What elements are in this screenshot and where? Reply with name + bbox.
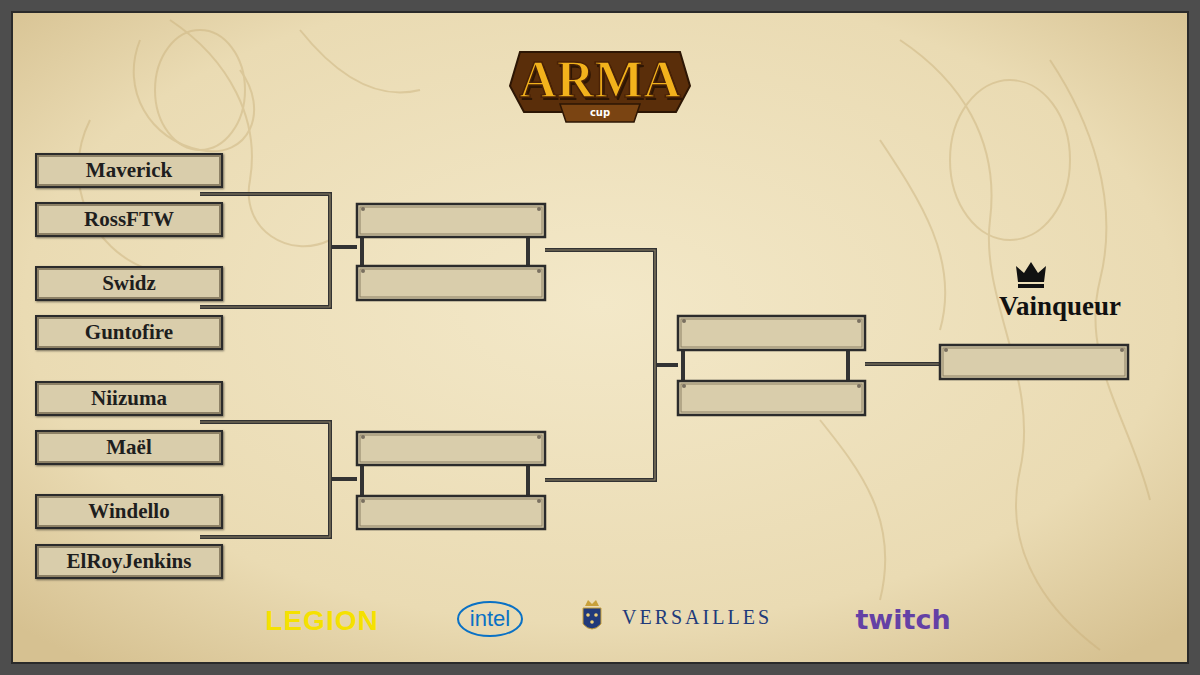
bracket-lines <box>200 194 940 537</box>
rivets <box>361 207 1124 503</box>
logo-subtitle: cup <box>590 108 610 118</box>
player-name: Maël <box>106 437 151 458</box>
player-box: Guntofire <box>35 315 223 350</box>
player-name: Niizuma <box>91 388 167 409</box>
player-name: ElRoyJenkins <box>67 551 192 572</box>
player-name: Maverick <box>86 160 172 181</box>
player-name: Swidz <box>102 273 156 294</box>
player-box: Niizuma <box>35 381 223 416</box>
sponsor-logo: intel <box>470 608 510 630</box>
logo-title: ARMA <box>519 54 681 106</box>
background-illustration <box>78 20 1150 650</box>
crown-icon <box>1016 262 1046 288</box>
sponsor-logo: VERSAILLES <box>622 607 772 627</box>
player-name: RossFTW <box>84 209 174 230</box>
player-box: ElRoyJenkins <box>35 544 223 579</box>
player-box: Maël <box>35 430 223 465</box>
player-box: Windello <box>35 494 223 529</box>
player-box: Swidz <box>35 266 223 301</box>
player-name: Guntofire <box>85 322 173 343</box>
sponsor-logo: twitch <box>855 606 950 633</box>
player-name: Windello <box>88 501 169 522</box>
player-box: RossFTW <box>35 202 223 237</box>
sponsor-logo: LEGION <box>265 607 378 635</box>
player-box: Maverick <box>35 153 223 188</box>
parchment <box>12 12 1188 663</box>
intel-swoosh <box>458 602 522 636</box>
winner-heading: Vainqueur <box>999 293 1121 320</box>
bracket-line-highlights <box>200 194 940 537</box>
logo-plate <box>510 52 690 122</box>
versailles-crest <box>583 600 601 629</box>
empty-slots <box>357 204 1128 529</box>
